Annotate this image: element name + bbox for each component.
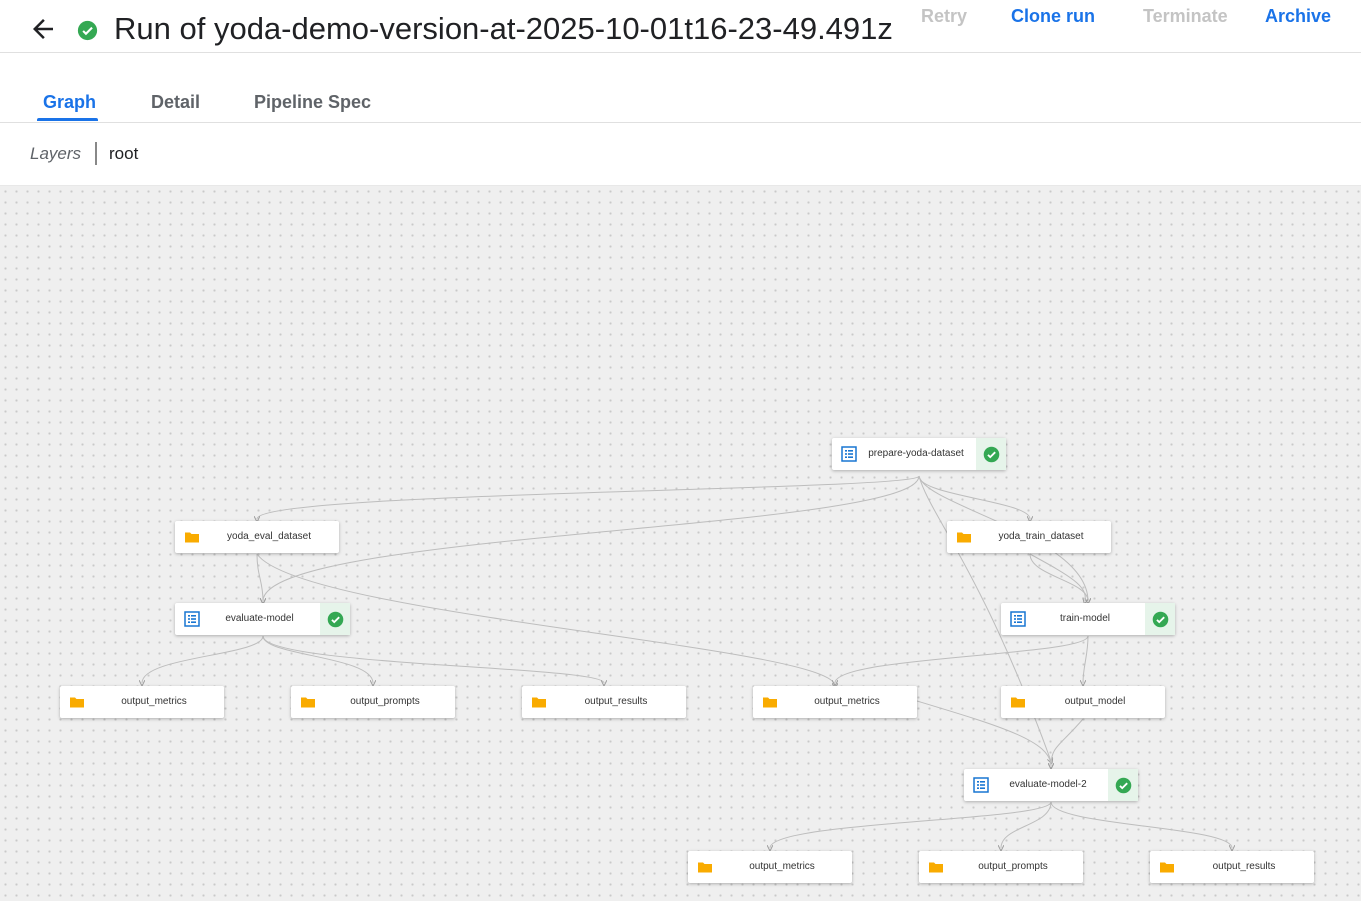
page-title: Run of yoda-demo-version-at-2025-10-01t1…: [114, 11, 893, 46]
layer-root-link[interactable]: root: [109, 144, 139, 163]
edge: [1029, 553, 1085, 601]
edge: [916, 700, 1051, 766]
success-check-icon: [983, 446, 1000, 463]
node-output-prompts[interactable]: output_prompts: [291, 686, 455, 718]
tab-pipeline-spec[interactable]: Pipeline Spec: [254, 92, 372, 112]
folder-icon: [532, 697, 546, 708]
edge: [256, 553, 263, 601]
edge: [1001, 801, 1052, 848]
status-badge: [320, 603, 350, 635]
archive-button[interactable]: Archive: [1265, 6, 1332, 26]
folder-icon: [763, 697, 777, 708]
edge: [1051, 718, 1084, 766]
node-label: output_prompts: [350, 696, 420, 707]
node-label: prepare-yoda-dataset: [868, 448, 964, 459]
node-label: evaluate-model: [225, 613, 294, 624]
success-check-icon: [327, 611, 344, 628]
run-header: Run of yoda-demo-version-at-2025-10-01t1…: [0, 0, 1361, 53]
folder-icon: [70, 697, 84, 708]
node-output-model[interactable]: output_model: [1001, 686, 1165, 718]
layers-label: Layers: [30, 144, 82, 163]
success-check-icon: [1115, 777, 1132, 794]
node-label: output_model: [1064, 696, 1126, 707]
node-label: output_prompts: [978, 861, 1048, 872]
folder-icon: [185, 532, 199, 543]
node-label: train-model: [1059, 613, 1111, 624]
node-label: output_results: [1212, 861, 1276, 872]
edge: [263, 475, 920, 601]
execution-list-icon: [973, 777, 989, 793]
active-tab-indicator: [37, 118, 98, 121]
edge: [1083, 635, 1089, 683]
tab-detail[interactable]: Detail: [151, 92, 201, 112]
folder-icon: [301, 697, 315, 708]
node-output-metrics[interactable]: output_metrics: [688, 851, 852, 883]
edge: [770, 801, 1052, 848]
node-evaluate-model[interactable]: evaluate-model: [175, 603, 350, 635]
folder-icon: [929, 862, 943, 873]
status-badge: [1108, 769, 1138, 801]
node-label: yoda_eval_dataset: [227, 531, 311, 542]
node-label: output_metrics: [814, 696, 880, 707]
edge: [262, 635, 373, 683]
edge: [1050, 801, 1232, 848]
layers-breadcrumb: Layers root: [0, 123, 1361, 186]
folder-icon: [1011, 697, 1025, 708]
back-arrow-icon[interactable]: [28, 14, 58, 44]
edge: [1029, 553, 1088, 601]
clone-run-button[interactable]: Clone run: [1011, 6, 1095, 26]
node-output-prompts[interactable]: output_prompts: [919, 851, 1083, 883]
status-badge: [1145, 603, 1175, 635]
node-prepare-yoda-dataset[interactable]: prepare-yoda-dataset: [832, 438, 1006, 470]
node-train-model[interactable]: train-model: [1001, 603, 1175, 635]
node-label: evaluate-model-2: [1009, 779, 1087, 790]
run-status-success-icon: [77, 20, 98, 41]
folder-icon: [698, 862, 712, 873]
terminate-button[interactable]: Terminate: [1143, 6, 1228, 26]
node-output-results[interactable]: output_results: [522, 686, 686, 718]
node-label: yoda_train_dataset: [998, 531, 1084, 542]
node-label: output_metrics: [749, 861, 815, 872]
success-check-icon: [1152, 611, 1169, 628]
execution-list-icon: [841, 446, 857, 462]
breadcrumb-divider: [95, 142, 97, 165]
edge: [918, 475, 1030, 519]
node-output-results[interactable]: output_results: [1150, 851, 1314, 883]
execution-list-icon: [184, 611, 200, 627]
edge: [262, 635, 604, 683]
edge: [256, 553, 835, 686]
node-yoda-train-dataset[interactable]: yoda_train_dataset: [947, 521, 1111, 553]
node-output-metrics[interactable]: output_metrics: [60, 686, 224, 718]
folder-icon: [1160, 862, 1174, 873]
retry-button[interactable]: Retry: [921, 6, 968, 26]
node-label: output_results: [584, 696, 648, 707]
run-actions: Retry Clone run Terminate Archive: [900, 6, 1361, 26]
edge: [257, 475, 920, 519]
edge: [835, 635, 1089, 683]
tab-graph[interactable]: Graph: [43, 92, 97, 112]
node-evaluate-model-2[interactable]: evaluate-model-2: [964, 769, 1138, 801]
folder-icon: [957, 532, 971, 543]
node-label: output_metrics: [121, 696, 187, 707]
node-output-metrics[interactable]: output_metrics: [753, 686, 917, 718]
execution-list-icon: [1010, 611, 1026, 627]
edge: [142, 635, 264, 683]
graph-canvas[interactable]: prepare-yoda-dataset yoda_eval_dataset y…: [0, 186, 1361, 901]
status-badge: [976, 438, 1006, 470]
node-yoda-eval-dataset[interactable]: yoda_eval_dataset: [175, 521, 339, 553]
tab-bar: Graph Detail Pipeline Spec: [0, 53, 1361, 123]
graph-edges: [0, 475, 1361, 901]
